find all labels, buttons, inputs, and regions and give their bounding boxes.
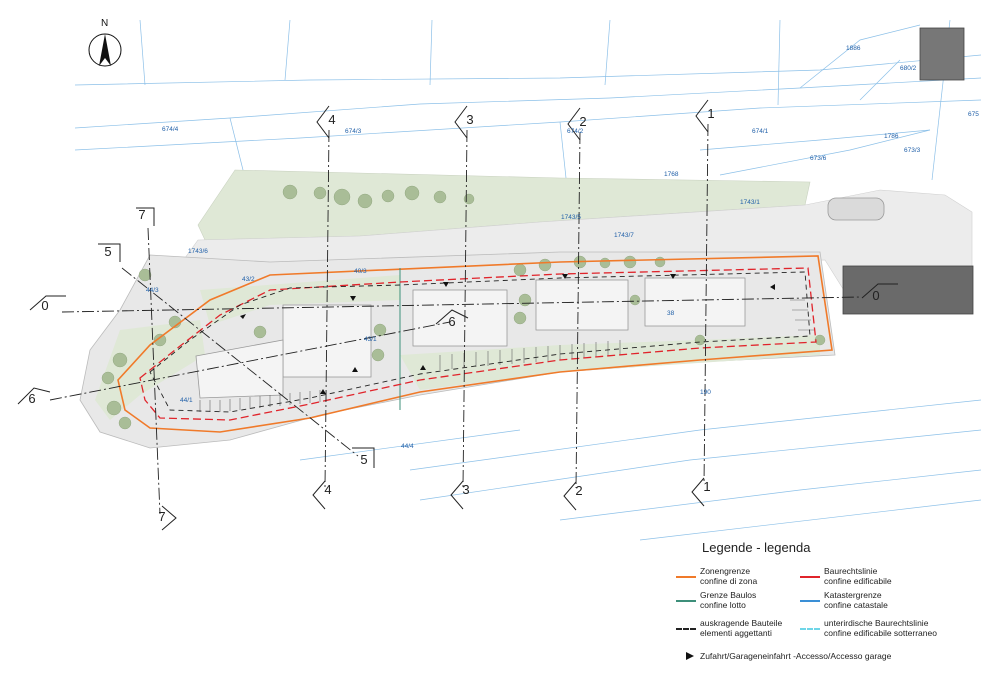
- legend-label: confine di zona: [700, 576, 758, 586]
- parcel-label: 1743/6: [188, 248, 208, 255]
- parcel-label: 674/1: [752, 128, 769, 135]
- cadastral-lines: [74, 19, 981, 541]
- section-label-4-top: 4: [328, 112, 335, 127]
- legend-label: Baurechtslinie: [824, 566, 878, 576]
- zone-swatch: [676, 576, 696, 578]
- legend-label: Grenze Baulos: [700, 590, 757, 600]
- green-inner-strip: [200, 275, 400, 325]
- parcel-label: 675: [968, 111, 979, 118]
- parcel-label: 1886: [846, 45, 861, 52]
- legend-label: auskragende Bauteile: [700, 618, 783, 628]
- parcel-label: 44/3: [146, 287, 159, 294]
- parcel-label: 1743/5: [561, 214, 581, 221]
- north-arrow-needle-icon: [99, 34, 111, 66]
- cantilever-swatch: [676, 628, 696, 630]
- parcel-label: 1768: [664, 171, 679, 178]
- legend-label: Zonengrenze: [700, 566, 751, 576]
- access-markers: [240, 274, 775, 394]
- section-label-2-top: 2: [579, 114, 586, 129]
- green-lower-strip: [400, 335, 820, 390]
- parcel-label: 674/3: [345, 128, 362, 135]
- legend-label: confine edificabile: [824, 576, 892, 586]
- section-label-7-bottom: 7: [158, 509, 165, 524]
- parcel-label: 673/3: [904, 147, 921, 154]
- north-label: N: [101, 18, 108, 29]
- building-line-swatch: [800, 576, 820, 578]
- legend-label: Katastergrenze: [824, 590, 882, 600]
- parcel-label: 190: [700, 389, 711, 396]
- building-line: [139, 267, 817, 421]
- cadastral-swatch: [800, 600, 820, 602]
- parcel-label: 1786: [884, 133, 899, 140]
- legend-label: confine catastale: [824, 600, 888, 610]
- section-label-1-bottom: 1: [703, 479, 710, 494]
- zone-boundary-line: [117, 255, 833, 433]
- parcel-label: 44/1: [180, 397, 193, 404]
- section-label-1-top: 1: [707, 106, 714, 121]
- legend-label: unterirdische Baurechtslinie: [824, 618, 929, 628]
- parcel-label: 44/4: [401, 443, 414, 450]
- parcel-label: 1743/1: [740, 199, 760, 206]
- section-label-2-bottom: 2: [575, 483, 582, 498]
- north-arrow: N: [88, 18, 122, 67]
- parcel-label: 1743/7: [614, 232, 634, 239]
- section-markers: [17, 99, 898, 531]
- parcel-label: 38: [667, 310, 675, 317]
- trees: [101, 184, 826, 430]
- section-label-5-top: 5: [104, 244, 111, 259]
- legend-label: confine lotto: [700, 600, 746, 610]
- section-label-6-left: 6: [28, 391, 35, 406]
- section-label-0-left: 0: [41, 298, 48, 313]
- parcel-label: 40/3: [354, 268, 367, 275]
- section-label-5-bottom: 5: [360, 452, 367, 467]
- legend-label: Zufahrt/Garageneinfahrt -Accesso/Accesso…: [700, 651, 892, 661]
- section-label-3-top: 3: [466, 112, 473, 127]
- section-label-7-top: 7: [138, 207, 145, 222]
- lot-swatch: [676, 600, 696, 602]
- section-label-4-bottom: 4: [324, 482, 331, 497]
- parking-stalls: [199, 299, 814, 412]
- section-lines: [49, 123, 861, 515]
- parcel-label: 674/4: [162, 126, 179, 133]
- legend-title: Legende - legenda: [702, 540, 811, 555]
- parcel-labels: 674/4 674/3 674/2 674/1 673/6 1786 673/3 1886 68…: [146, 45, 979, 450]
- parcel-label: 43/2: [242, 276, 255, 283]
- parcel-label: 680/2: [900, 65, 917, 72]
- legend-label: elementi aggettanti: [700, 628, 772, 638]
- cantilever-line: [149, 271, 811, 413]
- parcel-label: 674/2: [567, 128, 584, 135]
- section-label-0-right: 0: [872, 288, 879, 303]
- underground-swatch: [800, 628, 820, 630]
- parcel-label: 43/1: [364, 336, 377, 343]
- section-label-3-bottom: 3: [462, 482, 469, 497]
- legend-label: confine edificabile sotterraneo: [824, 628, 937, 638]
- access-triangle-icon: [686, 652, 694, 660]
- parcel-label: 673/6: [810, 155, 827, 162]
- section-label-6-right: 6: [448, 314, 455, 329]
- section-labels: 0 0 1 1 2 2 3 3 4 4 5 5 6 6 7 7: [28, 106, 879, 524]
- buildings: [195, 27, 974, 399]
